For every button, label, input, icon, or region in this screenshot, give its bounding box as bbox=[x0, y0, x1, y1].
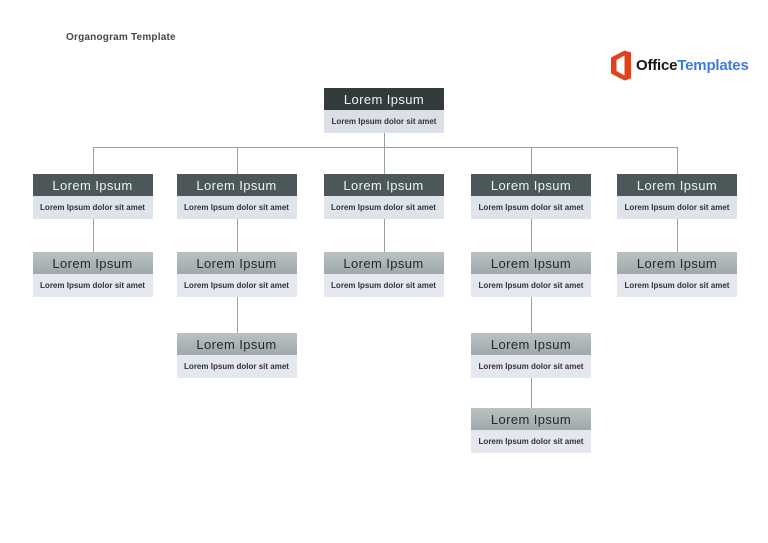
node-title: Lorem Ipsum bbox=[176, 174, 297, 196]
node-subtitle: Lorem Ipsum dolor sit amet bbox=[32, 196, 153, 219]
node-subtitle: Lorem Ipsum dolor sit amet bbox=[323, 196, 444, 219]
node-subtitle: Lorem Ipsum dolor sit amet bbox=[471, 355, 591, 378]
node-title: Lorem Ipsum bbox=[324, 88, 444, 110]
node-subtitle: Lorem Ipsum dolor sit amet bbox=[323, 274, 444, 297]
connector-line bbox=[383, 219, 385, 252]
node-subtitle: Lorem Ipsum dolor sit amet bbox=[176, 355, 297, 378]
node-title: Lorem Ipsum bbox=[176, 252, 297, 274]
connector-line bbox=[531, 378, 532, 408]
node-title: Lorem Ipsum bbox=[32, 174, 153, 196]
node-title: Lorem Ipsum bbox=[471, 408, 591, 430]
node-title: Lorem Ipsum bbox=[323, 252, 444, 274]
connector-line bbox=[236, 219, 238, 252]
connector-line bbox=[383, 147, 385, 174]
node-title: Lorem Ipsum bbox=[471, 252, 591, 274]
node-title: Lorem Ipsum bbox=[323, 174, 444, 196]
node-subtitle: Lorem Ipsum dolor sit amet bbox=[176, 196, 297, 219]
connector-line bbox=[92, 147, 677, 148]
connector-line bbox=[677, 147, 678, 174]
node-subtitle: Lorem Ipsum dolor sit amet bbox=[471, 196, 591, 219]
connector-line bbox=[531, 297, 532, 333]
node-subtitle: Lorem Ipsum dolor sit amet bbox=[471, 274, 591, 297]
node-title: Lorem Ipsum bbox=[471, 174, 591, 196]
node-subtitle: Lorem Ipsum dolor sit amet bbox=[617, 274, 737, 297]
node-title: Lorem Ipsum bbox=[617, 252, 737, 274]
office-logo-icon bbox=[609, 50, 633, 81]
node-title: Lorem Ipsum bbox=[176, 333, 297, 355]
connector-line bbox=[531, 219, 532, 252]
logo-word-templates: Templates bbox=[677, 57, 749, 74]
node-title: Lorem Ipsum bbox=[471, 333, 591, 355]
connector-line bbox=[383, 133, 385, 147]
node-title: Lorem Ipsum bbox=[32, 252, 153, 274]
connector-line bbox=[92, 147, 94, 174]
connector-line bbox=[92, 219, 94, 252]
node-subtitle: Lorem Ipsum dolor sit amet bbox=[617, 196, 737, 219]
office-templates-logo[interactable]: OfficeTemplates bbox=[609, 50, 749, 81]
logo-wordmark: OfficeTemplates bbox=[636, 57, 749, 74]
node-subtitle: Lorem Ipsum dolor sit amet bbox=[324, 110, 444, 133]
node-title: Lorem Ipsum bbox=[617, 174, 737, 196]
node-subtitle: Lorem Ipsum dolor sit amet bbox=[176, 274, 297, 297]
connector-line bbox=[531, 147, 532, 174]
node-subtitle: Lorem Ipsum dolor sit amet bbox=[471, 430, 591, 453]
node-subtitle: Lorem Ipsum dolor sit amet bbox=[32, 274, 153, 297]
connector-line bbox=[236, 147, 238, 174]
page-title: Organogram Template bbox=[66, 32, 176, 43]
logo-word-office: Office bbox=[636, 57, 678, 74]
connector-line bbox=[677, 219, 678, 252]
connector-line bbox=[236, 297, 238, 333]
